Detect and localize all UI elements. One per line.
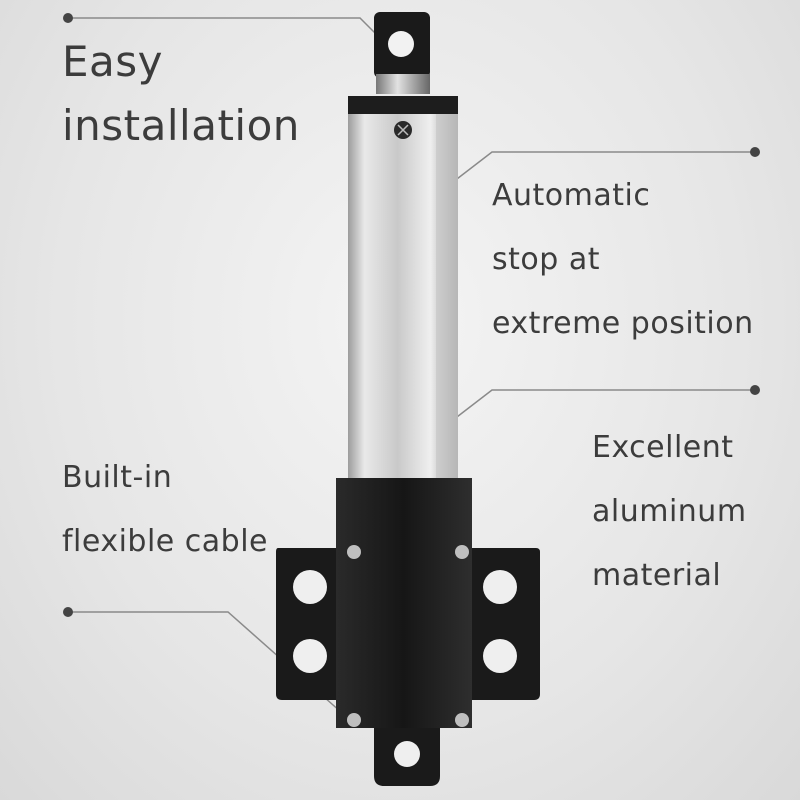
dot-cable — [63, 607, 73, 617]
callout-text-line: material — [592, 558, 722, 593]
top-cap — [348, 96, 458, 116]
leader-dots — [63, 13, 760, 617]
dot-install — [63, 13, 73, 23]
dot-stop — [750, 147, 760, 157]
callout-text-line: aluminum — [592, 494, 747, 529]
callout-text-line: Built-in — [62, 460, 173, 495]
aluminum-tube — [348, 114, 458, 486]
callout-text-line: stop at — [492, 242, 600, 277]
gearbox-housing — [276, 478, 540, 786]
callout-easy-installation: Easy installation — [62, 30, 300, 158]
callout-aluminum-material: Excellent aluminum material — [592, 416, 747, 608]
callout-flexible-cable: Built-in flexible cable — [62, 446, 268, 574]
callout-automatic-stop: Automatic stop at extreme position — [492, 164, 754, 356]
dot-alu — [750, 385, 760, 395]
callout-text-line: extreme position — [492, 306, 754, 341]
callout-text-line: flexible cable — [62, 524, 268, 559]
callout-text-line: Excellent — [592, 430, 734, 465]
rod-end-eye — [374, 12, 430, 94]
callout-text-line: installation — [62, 101, 300, 150]
callout-text-line: Automatic — [492, 178, 651, 213]
callout-text-line: Easy — [62, 37, 164, 86]
